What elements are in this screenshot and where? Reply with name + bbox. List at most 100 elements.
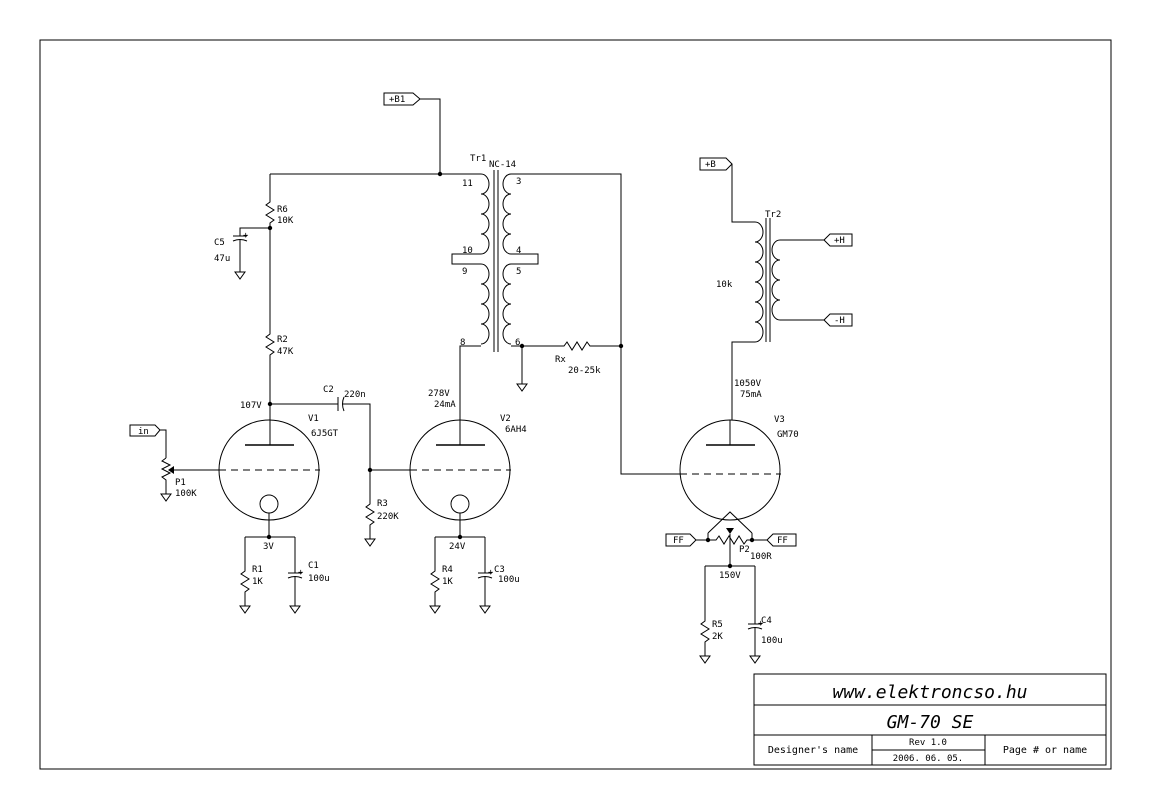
v2-plate-current: 24mA: [434, 400, 456, 410]
plus-h-output-tag: +H: [823, 233, 853, 247]
p2-value: 100R: [750, 552, 772, 562]
ff-left-tag: FF: [665, 533, 697, 547]
b-input-tag: +B: [699, 157, 755, 223]
p1-value: 100K: [175, 489, 197, 499]
r2-resistor: [265, 329, 275, 361]
c4-value: 100u: [761, 636, 783, 646]
svg-text:+: +: [758, 619, 764, 629]
b-label: +B: [705, 160, 716, 170]
ground-c3: [479, 599, 491, 614]
v2-label: V2: [500, 414, 511, 424]
ff-left-label: FF: [673, 536, 684, 546]
minus-h-label: -H: [834, 316, 845, 326]
r5-value: 2K: [712, 632, 723, 642]
ground-r3: [364, 532, 376, 547]
r2-label: R2: [277, 335, 288, 345]
plus-h-label: +H: [834, 236, 845, 246]
v3-plate-current: 75mA: [740, 390, 762, 400]
v2-tube: [409, 419, 511, 537]
tr1-pin-6: 6: [515, 338, 520, 348]
title-block: www.elektroncso.hu GM-70 SE Designer's n…: [753, 673, 1107, 766]
ff-right-label: FF: [777, 536, 788, 546]
r6-resistor: [265, 197, 275, 229]
tr2-impedance: 10k: [716, 280, 733, 290]
r4-resistor: [430, 566, 440, 598]
r4-value: 1K: [442, 577, 453, 587]
c1-label: C1: [308, 561, 319, 571]
r3-value: 220K: [377, 512, 399, 522]
r1-label: R1: [252, 565, 263, 575]
ground-r4: [429, 599, 441, 614]
r1-resistor: [240, 566, 250, 598]
svg-text:+: +: [243, 231, 249, 241]
ground-r1: [239, 599, 251, 614]
r3-label: R3: [377, 499, 388, 509]
r4-label: R4: [442, 565, 453, 575]
ground-r5: [699, 649, 711, 664]
v1-label: V1: [308, 414, 319, 424]
rx-resistor: [560, 341, 621, 351]
r3-resistor: [365, 499, 375, 531]
r1-value: 1K: [252, 577, 263, 587]
rx-label: Rx: [555, 355, 566, 365]
c5-value: 47u: [214, 254, 230, 264]
v1-plate-voltage: 107V: [240, 401, 262, 411]
c2-value: 220n: [344, 390, 366, 400]
title-page: Page # or name: [1003, 745, 1087, 756]
ground-tr1: [516, 377, 528, 392]
v3-cathode-voltage: 150V: [719, 571, 741, 581]
tr2-output-transformer: [731, 218, 824, 420]
r5-resistor: [700, 616, 710, 648]
input-tag: in: [129, 424, 161, 437]
v1-type: 6J5GT: [311, 429, 339, 439]
ground-c5: [234, 265, 246, 280]
v2-plate-voltage: 278V: [428, 389, 450, 399]
r5-label: R5: [712, 620, 723, 630]
title-website: www.elektroncso.hu: [832, 682, 1027, 703]
v1-cathode-voltage: 3V: [263, 542, 274, 552]
tr1-label: Tr1: [470, 154, 486, 164]
tr2-label: Tr2: [765, 210, 781, 220]
tr1-pin-10: 10: [462, 246, 473, 256]
c3-label: C3: [494, 565, 505, 575]
svg-text:+: +: [488, 568, 494, 578]
ff-right-tag: FF: [766, 533, 797, 547]
b1-label: +B1: [389, 95, 405, 105]
v1-tube: [218, 419, 320, 537]
p1-label: P1: [175, 478, 186, 488]
minus-h-output-tag: -H: [823, 313, 853, 327]
v2-cathode-voltage: 24V: [449, 542, 466, 552]
v3-label: V3: [774, 415, 785, 425]
b1-input-tag: +B1: [383, 92, 441, 174]
tr1-pin-5: 5: [516, 267, 521, 277]
c3-value: 100u: [498, 575, 520, 585]
c2-label: C2: [323, 385, 334, 395]
v3-plate-voltage: 1050V: [734, 379, 762, 389]
r6-value: 10K: [277, 216, 294, 226]
tr1-pin-4: 4: [516, 246, 521, 256]
tr1-pin-8: 8: [460, 338, 465, 348]
title-project: GM-70 SE: [887, 712, 974, 733]
svg-text:+: +: [298, 568, 304, 578]
title-date: 2006. 06. 05.: [893, 754, 963, 764]
p2-potentiometer: [712, 535, 767, 545]
c1-value: 100u: [308, 574, 330, 584]
v2-type: 6AH4: [505, 425, 527, 435]
ground-c1: [289, 599, 301, 614]
c4-label: C4: [761, 616, 772, 626]
v3-tube: [679, 419, 781, 534]
r6-label: R6: [277, 205, 288, 215]
p1-potentiometer: [160, 457, 172, 488]
title-revision: Rev 1.0: [909, 738, 947, 748]
ground-c4: [749, 649, 761, 664]
rx-value: 20-25k: [568, 366, 601, 376]
tr1-pin-11: 11: [462, 179, 473, 189]
p2-label: P2: [739, 545, 750, 555]
drawing-frame: [39, 39, 1112, 770]
c5-label: C5: [214, 238, 225, 248]
input-label: in: [138, 427, 149, 437]
tr1-pin-9: 9: [462, 267, 467, 277]
title-designer: Designer's name: [768, 745, 858, 756]
tr1-type: NC-14: [489, 160, 516, 170]
